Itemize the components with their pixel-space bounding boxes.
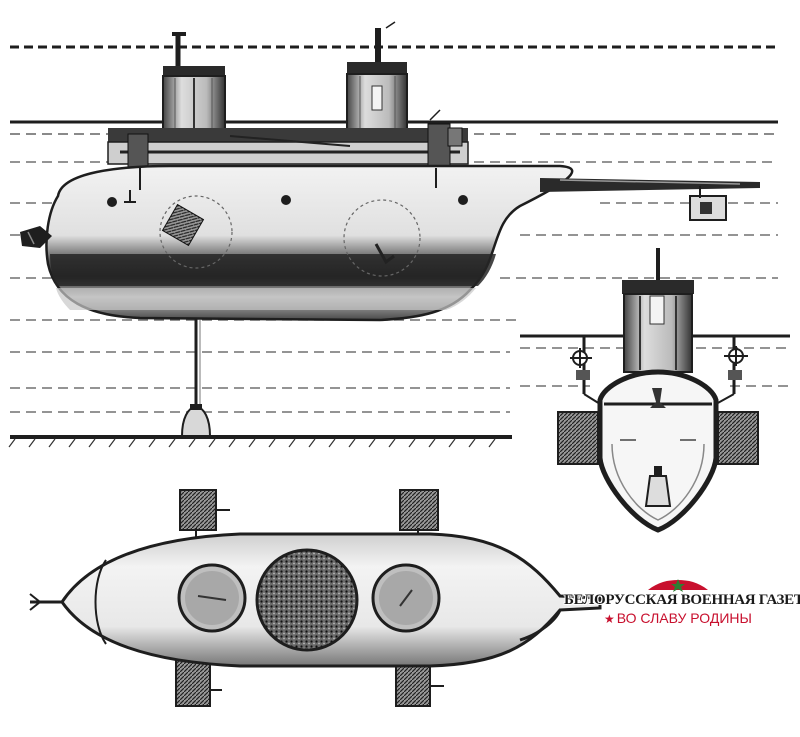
plan-view: [29, 489, 602, 707]
newspaper-slogan: ВО СЛАВУ РОДИНЫ: [616, 610, 752, 626]
starboard-side-block: [717, 411, 759, 465]
bow-propeller: [20, 226, 52, 248]
deck-superstructure: [107, 109, 469, 169]
plan-hatch-fore: [177, 563, 247, 633]
starboard-valve: [715, 336, 748, 405]
seabed-hatching: [8, 438, 496, 448]
side-elevation-view: [8, 21, 778, 448]
port-valve: [570, 336, 601, 405]
hull-dark-band: [50, 254, 496, 286]
hull-light-band: [56, 288, 476, 310]
tail-boom: [540, 178, 760, 221]
conning-tower-fore: [162, 32, 226, 133]
port-side-block: [557, 411, 599, 465]
plan-fitting-bottom-aft: [395, 659, 444, 707]
cross-section-view: [520, 248, 790, 533]
plan-fitting-top-aft: [399, 489, 439, 540]
hull-cross-section: [597, 369, 719, 533]
anchor-cable: [180, 318, 212, 437]
newspaper-watermark: БЕЛОРУССКАЯ ВОЕННАЯ ГАЗЕТА ★ВО СЛАВУ РОД…: [560, 578, 800, 626]
plan-fitting-bottom-fore: [175, 659, 222, 707]
newspaper-title: БЕЛОРУССКАЯ ВОЕННАЯ ГАЗЕТА: [564, 592, 800, 608]
plan-hatch-center: [255, 548, 359, 652]
plan-hatch-aft: [371, 563, 441, 633]
newspaper-slogan-row: ★ВО СЛАВУ РОДИНЫ: [604, 610, 752, 626]
side-portholes: [107, 168, 468, 277]
plan-fitting-top-fore: [179, 489, 230, 540]
conning-tower-aft: [346, 21, 408, 133]
newspaper-logo: [648, 579, 708, 592]
red-star-icon: ★: [604, 612, 615, 626]
